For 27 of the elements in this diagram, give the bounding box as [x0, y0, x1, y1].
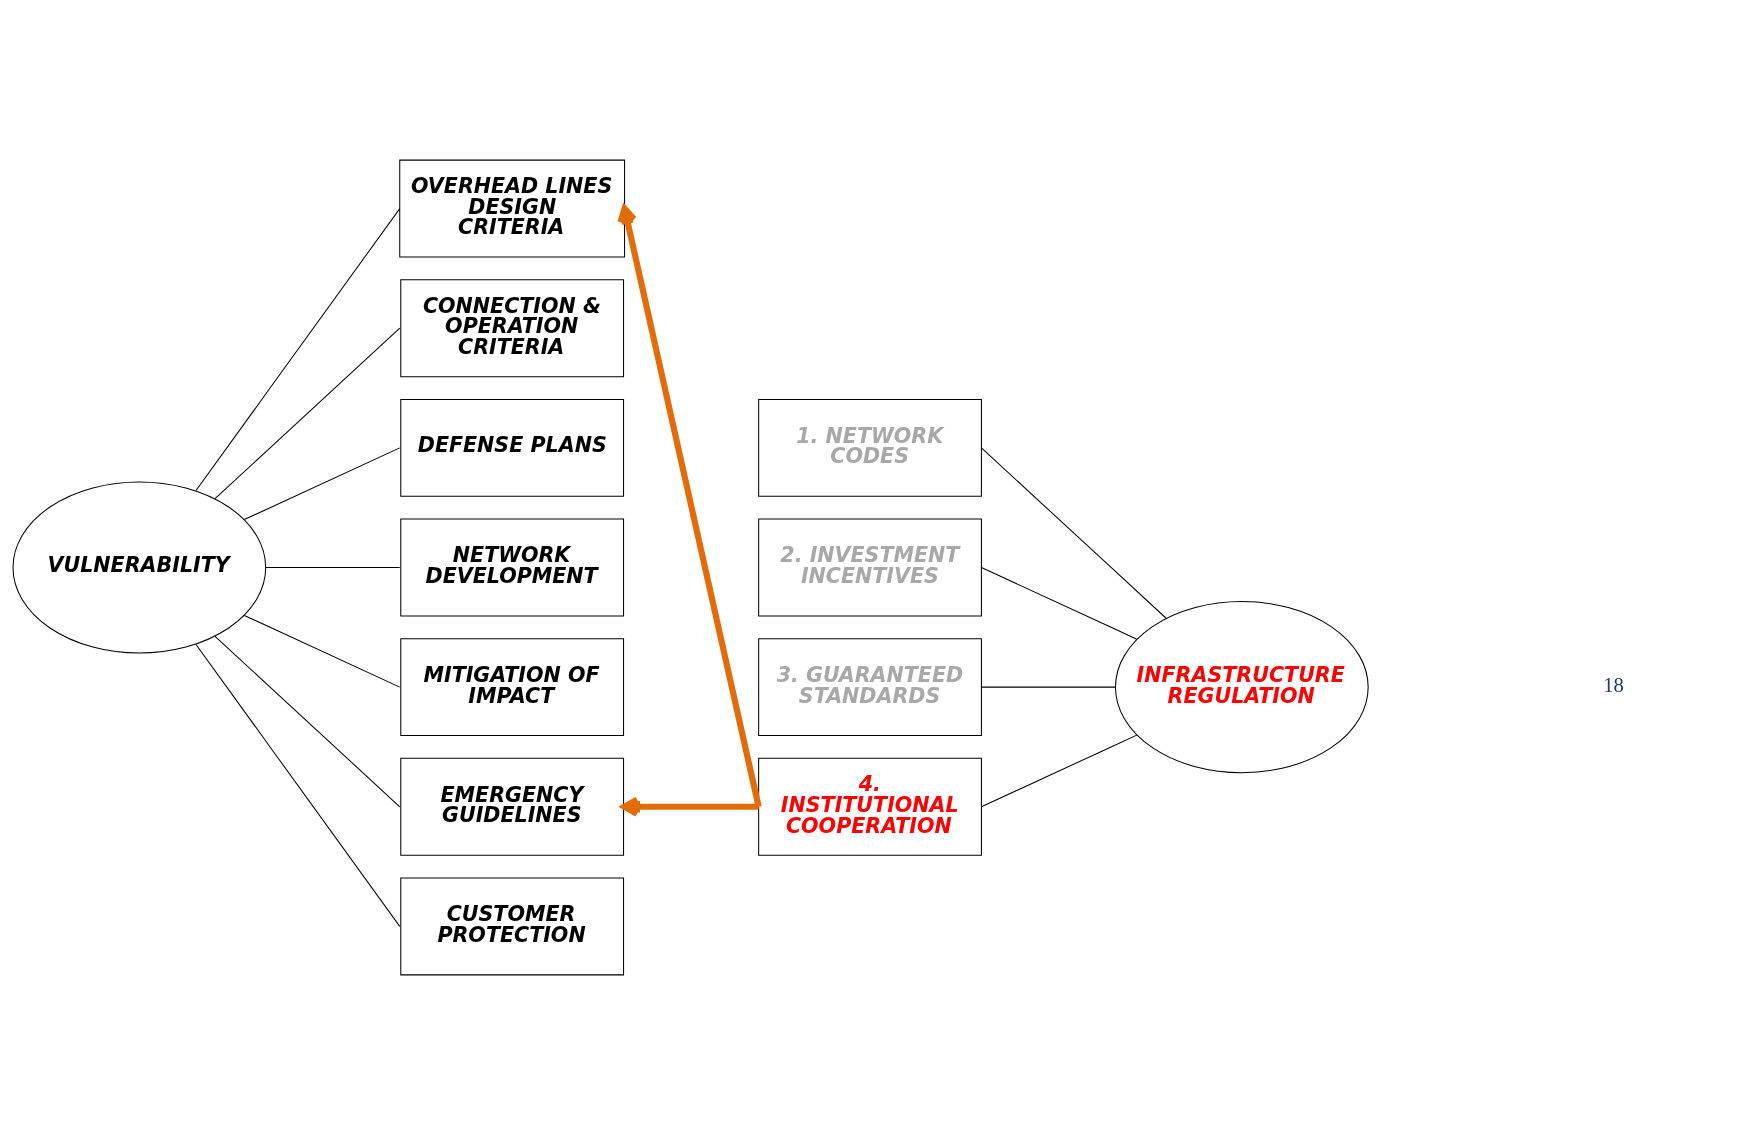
- connector: [980, 686, 1116, 688]
- node-box: MITIGATION OF IMPACT: [400, 638, 625, 737]
- node-box: CONNECTION & OPERATION CRITERIA: [400, 279, 625, 378]
- label: 18: [1603, 674, 1624, 697]
- arrow: [617, 205, 762, 808]
- node-box: 2. INVESTMENT INCENTIVES: [758, 518, 982, 617]
- connector: [243, 614, 401, 688]
- node-box: OVERHEAD LINES DESIGN CRITERIA: [399, 159, 626, 258]
- node-box: 3. GUARANTEED STANDARDS: [758, 638, 982, 737]
- connector: [195, 643, 401, 927]
- node-ellipse: INFRASTRUCTURE REGULATION: [1114, 601, 1369, 774]
- node-ellipse: VULNERABILITY: [12, 481, 267, 654]
- node-box: CUSTOMER PROTECTION: [400, 877, 625, 976]
- arrow: [621, 796, 759, 817]
- node-box: 1. NETWORK CODES: [758, 398, 982, 497]
- connector: [243, 447, 401, 521]
- connector: [980, 447, 1167, 619]
- connector: [195, 208, 401, 492]
- node-box: NETWORK DEVELOPMENT: [400, 518, 625, 617]
- connector: [980, 734, 1138, 808]
- connector: [980, 567, 1138, 640]
- connector: [214, 635, 401, 808]
- connector: [214, 327, 401, 500]
- node-box: DEFENSE PLANS: [400, 398, 625, 497]
- node-box: 4. INSTITUTIONAL COOPERATION: [758, 757, 982, 856]
- node-box: EMERGENCY GUIDELINES: [400, 757, 625, 856]
- connector: [265, 567, 401, 568]
